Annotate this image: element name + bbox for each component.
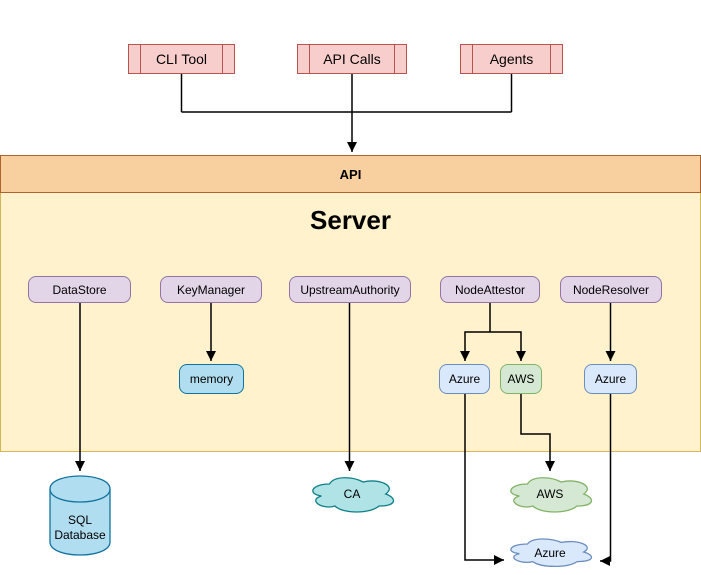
plugin-keymanager: KeyManager (160, 276, 262, 303)
plugin-keymanager-label: KeyManager (176, 282, 246, 297)
plugin-datastore: DataStore (28, 276, 131, 303)
ca-cloud (312, 477, 394, 513)
process-divider (222, 45, 223, 73)
impl-azure-resolver-label: Azure (594, 372, 627, 386)
agents-node: Agents (460, 44, 563, 74)
impl-memory: memory (179, 364, 244, 394)
azure-cloud-label: Azure (534, 546, 566, 560)
impl-aws-attestor-label: AWS (507, 372, 535, 386)
api-calls-label: API Calls (323, 51, 381, 67)
plugin-nodeattestor-label: NodeAttestor (454, 282, 526, 297)
process-divider (309, 45, 310, 73)
plugin-upstreamauthority: UpstreamAuthority (289, 276, 411, 303)
cli-tool-node: CLI Tool (128, 44, 235, 74)
azure-cloud (510, 538, 592, 568)
cli-tool-label: CLI Tool (155, 51, 208, 67)
ca-cloud-label: CA (343, 487, 361, 501)
process-divider (550, 45, 551, 73)
plugin-nodeattestor: NodeAttestor (440, 276, 540, 303)
server-container: Server (0, 193, 701, 452)
impl-aws-attestor: AWS (500, 364, 542, 394)
sql-database-label: SQL Database (54, 513, 106, 542)
plugin-noderesolver: NodeResolver (560, 276, 662, 303)
plugin-datastore-label: DataStore (52, 282, 107, 297)
process-divider (394, 45, 395, 73)
aws-cloud (510, 477, 592, 513)
impl-azure-attestor-label: Azure (448, 372, 481, 386)
impl-azure-attestor: Azure (439, 364, 490, 394)
sql-database-cylinder (49, 475, 111, 556)
plugin-upstreamauthority-label: UpstreamAuthority (300, 282, 400, 297)
api-bar-label: API (339, 166, 362, 182)
agents-label: Agents (489, 51, 534, 67)
process-divider (472, 45, 473, 73)
plugin-noderesolver-label: NodeResolver (572, 282, 650, 297)
server-title: Server (310, 205, 391, 235)
impl-azure-resolver: Azure (584, 364, 637, 394)
api-bar: API (0, 155, 701, 193)
aws-cloud-label: AWS (536, 487, 564, 501)
impl-memory-label: memory (189, 372, 234, 386)
process-divider (140, 45, 141, 73)
api-calls-node: API Calls (297, 44, 407, 74)
